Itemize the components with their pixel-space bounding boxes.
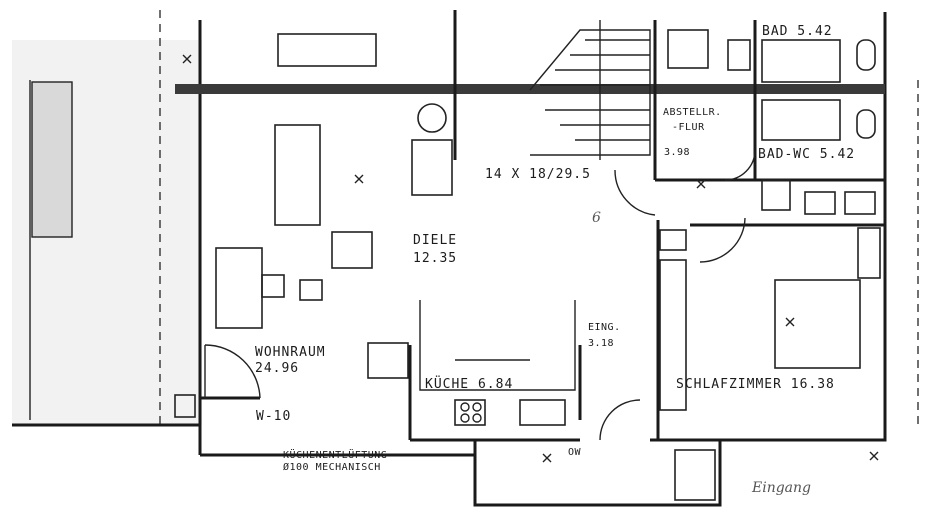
chair xyxy=(261,274,285,298)
washer xyxy=(659,229,687,251)
planter-box xyxy=(31,81,73,238)
nightstand xyxy=(761,179,791,211)
wardrobe xyxy=(857,227,881,279)
label-schlafzimmer: SCHLAFZIMMER 16.38 xyxy=(676,377,835,392)
label-wohnraum: WOHNRAUM xyxy=(255,345,326,360)
sink xyxy=(727,39,751,71)
label-diele: DIELE xyxy=(413,233,457,248)
mark-ow: OW xyxy=(568,447,582,458)
bed xyxy=(774,279,861,369)
label-stairs: 14 X 18/29.5 xyxy=(485,167,591,182)
label-diele-area: 12.35 xyxy=(413,251,457,266)
wc-unit xyxy=(667,29,709,69)
sideboard xyxy=(277,33,377,67)
dresser xyxy=(804,191,836,215)
chair xyxy=(299,279,323,301)
interior-walls xyxy=(408,10,885,442)
stove xyxy=(454,399,486,426)
dining-table xyxy=(215,247,263,329)
label-abstell: ABSTELLR. xyxy=(663,107,722,118)
label-bad: BAD 5.42 xyxy=(762,24,833,39)
staircase xyxy=(529,20,651,160)
dresser xyxy=(844,191,876,215)
label-eing-area: 3.18 xyxy=(588,338,614,349)
label-wohnraum-area: 24.96 xyxy=(255,361,299,376)
balcony-area xyxy=(12,10,202,425)
label-flur: -FLUR xyxy=(672,122,705,133)
fixture-marks xyxy=(182,54,879,463)
doors xyxy=(204,149,756,441)
entrance-bench xyxy=(674,449,716,501)
label-w: W-10 xyxy=(256,409,291,424)
kitchen-sink xyxy=(519,399,566,426)
note-kitchen-vent-1: KÜCHENENTLÜFTUNG xyxy=(283,448,387,461)
cabinet xyxy=(367,342,409,379)
living-room-furniture xyxy=(215,33,453,379)
radiator xyxy=(174,394,196,418)
bedroom-furniture xyxy=(659,179,881,411)
armchair xyxy=(331,231,373,269)
label-bad-wc: BAD-WC 5.42 xyxy=(758,147,855,162)
fireplace xyxy=(411,139,453,196)
bathroom-fixtures xyxy=(667,29,876,141)
bathtub xyxy=(761,99,841,141)
label-eing: EING. xyxy=(588,322,621,333)
room-labels: BAD 5.42 ABSTELLR. -FLUR 3.98 BAD-WC 5.4… xyxy=(255,24,855,424)
label-abstell-area: 3.98 xyxy=(664,147,690,158)
toilet xyxy=(856,109,876,139)
toilet xyxy=(856,39,876,71)
note-kitchen-vent-2: Ø100 MECHANISCH xyxy=(283,461,381,473)
plan-notes: KÜCHENENTLÜFTUNG Ø100 MECHANISCH Eingang… xyxy=(283,210,811,496)
bathtub xyxy=(761,39,841,83)
plant xyxy=(417,103,447,133)
closet xyxy=(659,259,687,411)
note-entrance: Eingang xyxy=(751,480,811,496)
kitchen-fixtures xyxy=(454,359,566,426)
label-kueche: KÜCHE 6.84 xyxy=(425,375,513,392)
mark-six: 6 xyxy=(592,210,601,226)
sofa xyxy=(274,124,321,226)
